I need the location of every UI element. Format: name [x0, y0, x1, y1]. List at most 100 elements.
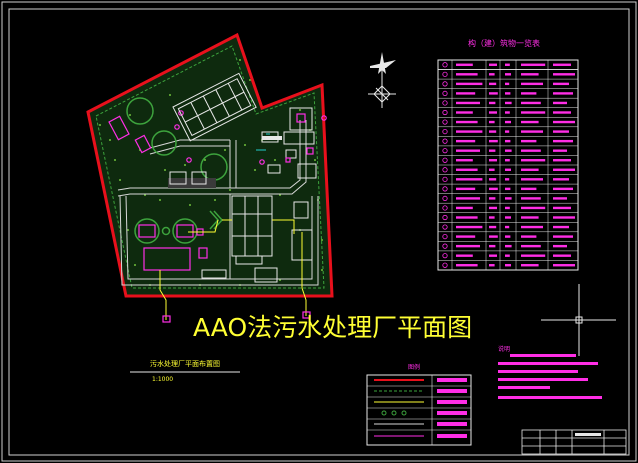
table-cell-text	[521, 235, 537, 238]
site-green-belt	[88, 35, 332, 296]
table-cell-text	[553, 159, 571, 162]
table-cell-text	[521, 178, 543, 181]
table-cell-text	[553, 168, 575, 171]
table-cell-text	[456, 92, 476, 95]
table-cell-text	[505, 197, 512, 200]
table-cell-text	[521, 187, 537, 191]
cyan-gate	[256, 133, 270, 151]
table-row-index-marker	[442, 62, 448, 68]
table-cell-text	[456, 197, 480, 200]
table-cell-text	[505, 206, 510, 210]
table-cell-text	[553, 264, 575, 267]
site-plan	[86, 32, 334, 323]
table-cell-text	[505, 120, 511, 124]
table-cell-text	[505, 244, 512, 248]
legend-labels	[437, 378, 467, 438]
table-cell-text	[456, 187, 476, 191]
table-cell-text	[553, 206, 571, 210]
legend-panel: 图例	[366, 363, 472, 446]
table-cell-text	[553, 178, 569, 181]
table-cell-text	[489, 187, 498, 191]
table-row-index-marker	[442, 81, 448, 87]
table-cell-text	[456, 244, 480, 248]
table-row-index-marker	[442, 214, 448, 221]
table-cell-text	[521, 168, 539, 171]
table-row-index-marker	[442, 128, 448, 135]
table-cell-text	[521, 82, 543, 86]
table-cell-text	[553, 130, 569, 133]
table-cell-text	[456, 73, 478, 76]
table-cell-text	[489, 149, 496, 152]
table-cell-text	[521, 63, 546, 66]
table-cell-text	[489, 139, 498, 143]
aao-bioreactor	[172, 72, 257, 142]
table-cell-text	[521, 111, 546, 114]
table-cell-text	[456, 216, 478, 219]
main-drawing-title: AAO法污水处理厂平面图	[193, 313, 472, 342]
table-row-index-marker	[442, 148, 448, 154]
table-cell-text	[553, 92, 573, 95]
table-row-index-marker	[442, 90, 448, 97]
cad-crosshair-cursor[interactable]	[541, 284, 616, 356]
table-cell-text	[505, 159, 510, 162]
table-row-index-marker	[442, 253, 448, 259]
magenta-markers-right	[259, 113, 327, 165]
table-cell-text	[553, 235, 573, 238]
table-cell-text	[489, 235, 498, 238]
table-row-index-marker	[442, 71, 448, 77]
table-cell-text	[489, 197, 496, 200]
table-cell-text	[521, 159, 546, 162]
table-cell-text	[489, 216, 495, 219]
table-cell-text	[456, 120, 478, 124]
table-cell-text	[505, 111, 510, 114]
table-cell-text	[553, 73, 575, 76]
table-cell-text	[521, 120, 539, 124]
table-row-index-marker	[442, 176, 448, 182]
table-cell-text	[489, 178, 497, 181]
table-cell-text	[489, 130, 497, 133]
pipes-lower-left	[138, 224, 208, 271]
table-cell-text	[456, 101, 480, 105]
table-cell-text	[489, 225, 497, 229]
table-row-index-marker	[442, 262, 448, 268]
table-cell-text	[521, 149, 541, 152]
notes-title: 说明	[498, 345, 510, 353]
table-cell-text	[456, 130, 483, 133]
table-cell-text	[456, 264, 478, 267]
table-cell-text	[521, 254, 546, 257]
table-cell-text	[505, 73, 511, 76]
table-cell-text	[456, 206, 473, 210]
table-cell-text	[505, 235, 511, 238]
structures-table-rows	[437, 59, 579, 270]
table-cell-text	[505, 92, 511, 95]
table-cell-text	[456, 159, 473, 162]
table-cell-text	[553, 187, 573, 191]
table-cell-text	[489, 111, 497, 114]
table-cell-text	[521, 244, 541, 248]
table-cell-text	[553, 111, 571, 114]
table-cell-text	[505, 168, 511, 171]
table-cell-text	[505, 178, 510, 181]
table-cell-text	[553, 225, 569, 229]
drawing-frame-inner	[8, 8, 630, 456]
table-cell-text	[553, 82, 569, 86]
table-cell-text	[521, 225, 543, 229]
table-cell-text	[505, 101, 512, 105]
table-cell-text	[553, 101, 567, 105]
table-cell-text	[553, 216, 575, 219]
table-cell-text	[521, 130, 543, 133]
table-cell-text	[456, 63, 473, 66]
layout-caption: 污水处理厂平面布置图	[150, 359, 220, 368]
north-arrow-icon	[368, 52, 396, 108]
magenta-units-upper	[108, 110, 192, 163]
title-block	[521, 429, 627, 455]
table-cell-text	[521, 206, 546, 210]
table-row-index-marker	[442, 157, 448, 163]
table-cell-text	[456, 178, 483, 181]
table-row-index-marker	[442, 138, 448, 144]
table-row-index-marker	[442, 224, 448, 230]
table-cell-text	[505, 225, 510, 229]
table-cell-text	[505, 130, 510, 133]
table-cell-text	[489, 92, 498, 95]
table-cell-text	[489, 206, 497, 210]
